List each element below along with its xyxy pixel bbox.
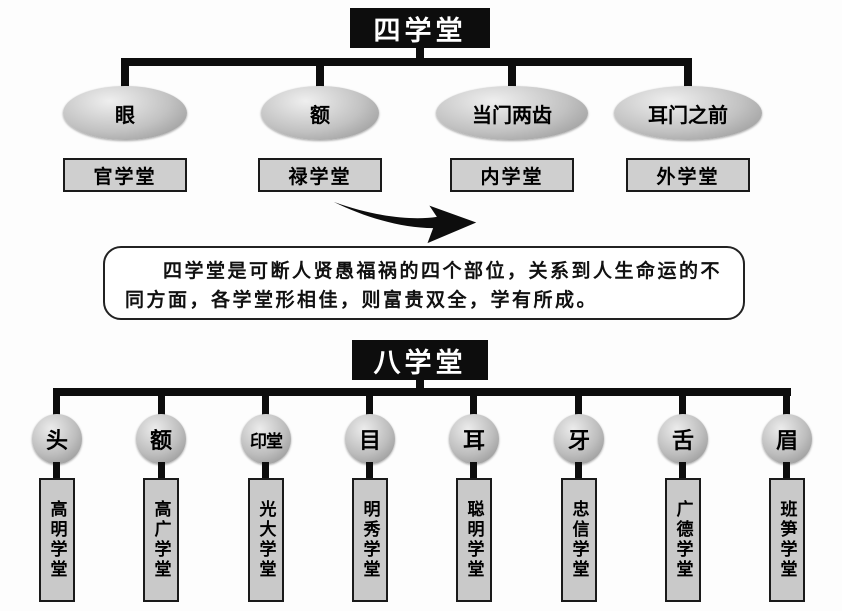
connector-line (262, 394, 269, 418)
face-part-circle: 舌 (658, 414, 708, 464)
hall-name-box: 官学堂 (63, 158, 187, 192)
connector-line (575, 462, 582, 480)
connector-line (121, 58, 692, 66)
hall-name-vertical-box: 聪明学堂 (456, 478, 492, 602)
connector-line (679, 462, 686, 480)
hall-name-vertical-box: 高广学堂 (143, 478, 179, 602)
connector-line (679, 394, 686, 418)
connector-line (783, 462, 790, 480)
connector-line (158, 462, 165, 480)
four-halls-title: 四学堂 (350, 8, 490, 48)
face-part-circle: 目 (345, 414, 395, 464)
hall-name-vertical-box: 高明学堂 (39, 478, 75, 602)
description-box: 四学堂是可断人贤愚福祸的四个部位，关系到人生命运的不同方面，各学堂形相佳，则富贵… (103, 246, 745, 320)
connector-line (575, 394, 582, 418)
connector-line (783, 394, 790, 418)
down-arrow-icon (333, 201, 477, 244)
eight-halls-title: 八学堂 (352, 340, 488, 380)
connector-line (416, 378, 424, 392)
connector-line (121, 60, 129, 88)
hall-name-box: 外学堂 (626, 158, 750, 192)
hall-name-box: 内学堂 (450, 158, 574, 192)
connector-line (684, 60, 692, 88)
connector-line (470, 394, 477, 418)
face-part-circle: 耳 (449, 414, 499, 464)
connector-line (53, 394, 60, 418)
hall-name-vertical-box: 光大学堂 (248, 478, 284, 602)
face-part-oval: 眼 (63, 86, 187, 140)
hall-name-vertical-box: 广德学堂 (665, 478, 701, 602)
hall-name-vertical-box: 忠信学堂 (561, 478, 597, 602)
face-part-circle: 额 (136, 414, 186, 464)
connector-line (262, 462, 269, 480)
connector-line (416, 46, 424, 60)
face-part-circle: 牙 (554, 414, 604, 464)
hall-name-vertical-box: 明秀学堂 (352, 478, 388, 602)
face-part-circle: 眉 (762, 414, 812, 464)
connector-line (53, 388, 791, 396)
hall-name-box: 禄学堂 (258, 158, 382, 192)
face-part-oval: 当门两齿 (436, 86, 588, 140)
connector-line (316, 60, 324, 88)
face-part-oval: 额 (261, 86, 379, 140)
connector-line (366, 394, 373, 418)
face-part-circle: 印堂 (241, 414, 291, 464)
connector-line (53, 462, 60, 480)
hall-name-vertical-box: 班笋学堂 (769, 478, 805, 602)
face-part-circle: 头 (32, 414, 82, 464)
connector-line (366, 462, 373, 480)
face-part-oval: 耳门之前 (614, 86, 762, 140)
connector-line (158, 394, 165, 418)
connector-line (470, 462, 477, 480)
connector-line (508, 60, 516, 88)
